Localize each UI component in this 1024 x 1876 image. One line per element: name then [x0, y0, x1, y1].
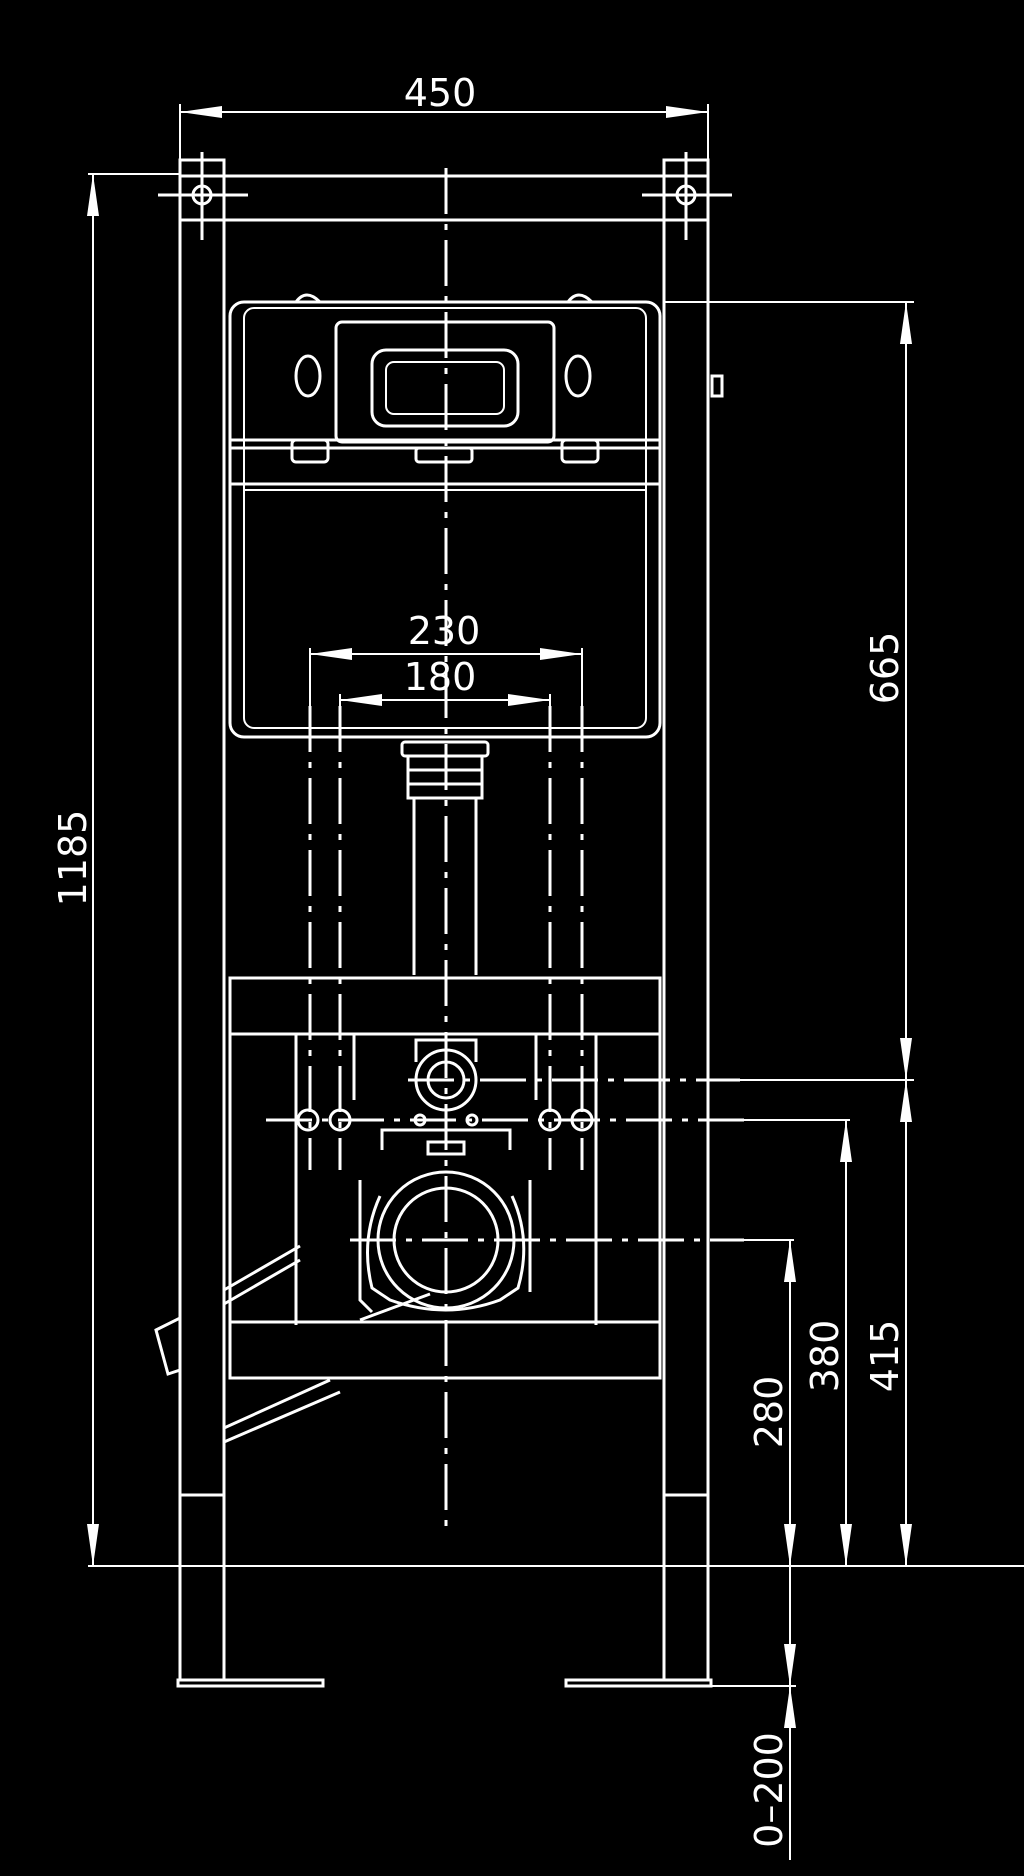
dim-outlet-height	[744, 1239, 796, 1566]
label-outlet-height: 280	[747, 1376, 791, 1449]
dim-supply-height	[744, 1119, 852, 1566]
label-supply-height: 380	[803, 1320, 847, 1393]
centerlines	[266, 168, 744, 1530]
label-frame-height: 1185	[51, 810, 95, 907]
dim-leg-adjustment	[708, 1566, 796, 1860]
label-rod-height: 415	[863, 1320, 907, 1393]
label-inlet-inner: 180	[404, 655, 477, 699]
label-frame-width: 450	[404, 71, 477, 115]
dim-frame-width	[179, 104, 709, 170]
dim-frame-height	[87, 173, 1024, 1567]
right-foot	[564, 1678, 713, 1688]
label-inlet-outer: 230	[408, 609, 481, 653]
dim-rod-height	[900, 1080, 912, 1566]
mounting-crosshair-right	[642, 152, 732, 240]
dim-inlet-outer	[309, 648, 583, 706]
mounting-crosshair-left	[158, 152, 248, 240]
label-tank-height: 665	[863, 632, 907, 705]
dim-tank-height	[740, 302, 914, 1081]
label-leg-adjustment: 0–200	[747, 1732, 791, 1848]
left-foot	[176, 1678, 325, 1688]
lower-frame	[154, 976, 662, 1444]
dim-inlet-inner	[339, 694, 551, 720]
